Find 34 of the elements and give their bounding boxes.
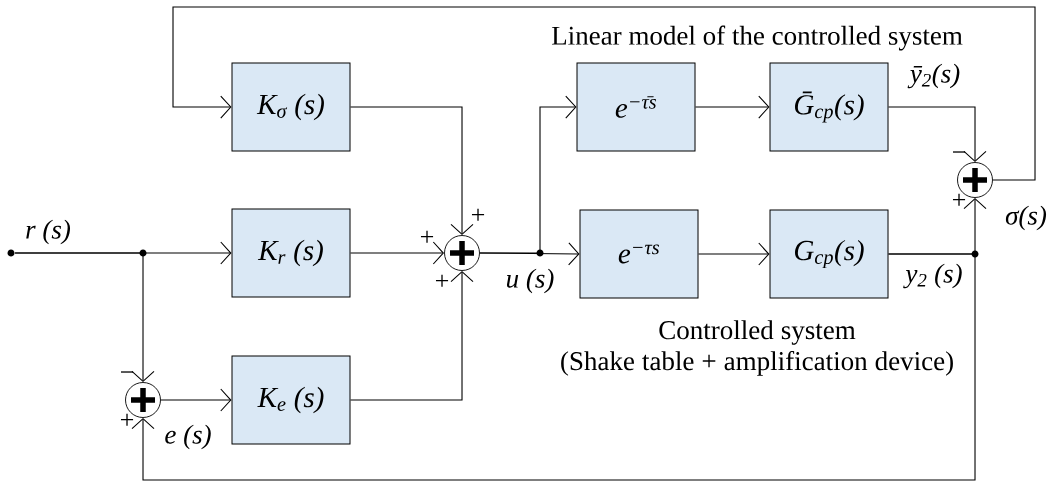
signal-label: σ(s): [1005, 205, 1047, 231]
arrow: [479, 242, 580, 266]
arrow: [349, 270, 474, 401]
block-box: e$^{−τ̄s}$: [576, 62, 696, 152]
arrow: [887, 106, 987, 163]
caption-text: Controlled system (Shake table + amplification device): [561, 320, 953, 376]
sign-label: −: [121, 371, 134, 373]
sign-label: −: [953, 151, 966, 153]
caption-text: Linear model of the controlled system: [552, 25, 963, 51]
block-box: K$_{σ}$ (s): [231, 62, 351, 152]
arrow: [131, 253, 976, 481]
sign-label: +: [121, 413, 134, 426]
arrow: [14, 252, 155, 383]
summing-junction: [444, 235, 480, 271]
signal-label: ȳ$_{2}$(s): [907, 63, 960, 89]
arrow: [694, 95, 770, 119]
sign-label: +: [472, 208, 485, 221]
arrow: [172, 6, 1036, 181]
arrow: [349, 241, 445, 265]
sign-label: +: [421, 230, 434, 243]
signal-label: u (s): [507, 268, 554, 294]
arrow: [349, 106, 474, 236]
block-box: G$_{cp}$(s): [769, 209, 889, 299]
arrow: [160, 388, 232, 412]
block-box: e$^{−τs}$: [579, 209, 699, 299]
block-box: K$_{e}$ (s): [231, 355, 351, 445]
arrow: [697, 242, 770, 266]
block-box: Ḡ$_{cp}$(s): [769, 62, 889, 152]
sign-label: +: [436, 274, 449, 287]
block-box: K$_{r}$ (s): [231, 208, 351, 298]
signal-label: e (s): [165, 424, 211, 450]
signal-label: y$_{2}$ (s): [903, 263, 962, 289]
sign-label: +: [953, 193, 966, 206]
signal-label: r (s): [26, 219, 71, 245]
